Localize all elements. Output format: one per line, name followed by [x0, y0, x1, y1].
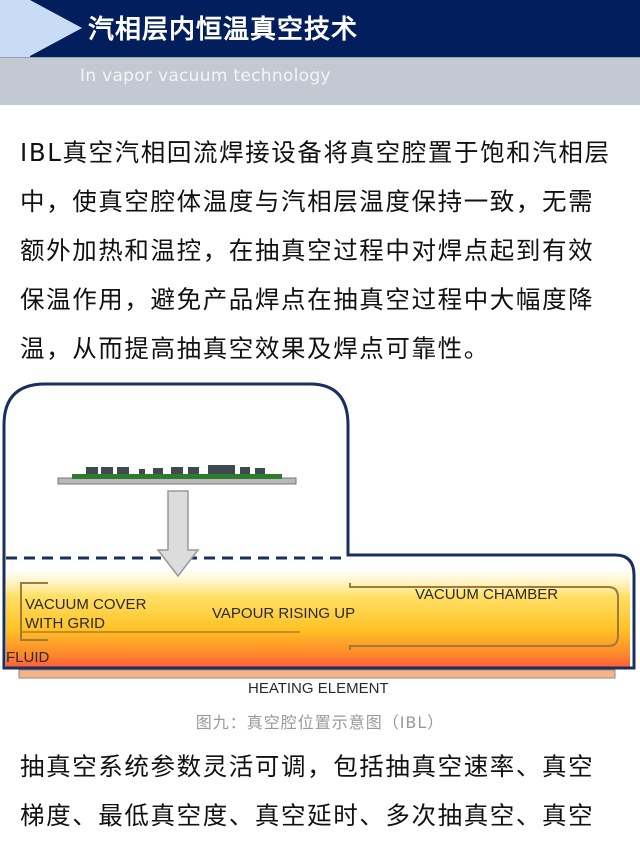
text-line: 额外加热和温控，在抽真空过程中对焊点起到有效	[20, 236, 595, 265]
text-line: 中，使真空腔体温度与汽相层温度保持一致，无需	[20, 187, 595, 216]
label-vacuum-chamber: VACUUM CHAMBER	[415, 586, 558, 603]
paragraph-2: 抽真空系统参数灵活可调，包括抽真空速率、真空 梯度、最低真空度、真空延时、多次抽…	[20, 742, 630, 840]
label-heating-element: HEATING ELEMENT	[248, 680, 389, 697]
section-header: 汽相层内恒温真空技术	[0, 0, 640, 57]
heating-element	[18, 669, 616, 679]
text-line: IBL真空汽相回流焊接设备将真空腔置于饱和汽相层	[20, 138, 611, 167]
pcb-board	[72, 474, 282, 479]
arrow-down-icon	[156, 490, 200, 578]
label-vacuum-cover: VACUUM COVER	[25, 596, 147, 613]
vacuum-chamber-diagram: VACUUM COVER WITH GRID VAPOUR RISING UP …	[2, 382, 636, 697]
text-line: 保温作用，避免产品焊点在抽真空过程中大幅度降	[20, 285, 595, 314]
header-arrow	[30, 0, 82, 56]
chamber-bracket	[349, 583, 619, 650]
section-title: 汽相层内恒温真空技术	[88, 15, 359, 45]
text-line: 抽真空系统参数灵活可调，包括抽真空速率、真空	[20, 752, 595, 781]
header-accent	[0, 0, 30, 57]
section-subtitle: In vapor vacuum technology	[80, 66, 331, 86]
text-line: 温，从而提高抽真空效果及焊点可靠性。	[20, 334, 490, 363]
label-with-grid: WITH GRID	[25, 615, 105, 632]
label-fluid: FLUID	[6, 649, 50, 666]
pcb-components	[86, 465, 265, 474]
paragraph-1: IBL真空汽相回流焊接设备将真空腔置于饱和汽相层 中，使真空腔体温度与汽相层温度…	[20, 128, 630, 373]
text-line: 梯度、最低真空度、真空延时、多次抽真空、真空	[20, 801, 595, 830]
subtitle-bar: In vapor vacuum technology	[0, 57, 640, 105]
chamber-outline	[2, 382, 636, 670]
label-vapour: VAPOUR RISING UP	[212, 605, 355, 622]
figure-caption: 图九：真空腔位置示意图（IBL）	[195, 713, 445, 732]
cover-bracket	[20, 582, 48, 641]
